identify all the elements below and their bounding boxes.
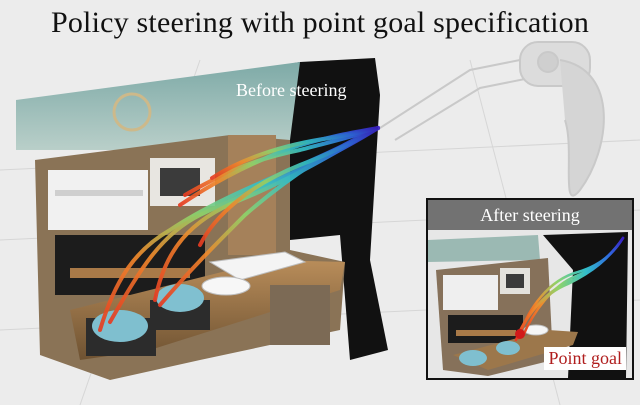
teal-wall (16, 62, 300, 150)
point-goal-marker (515, 329, 525, 339)
cabinet-doors (270, 285, 330, 345)
sink (208, 251, 307, 281)
pot-left (92, 310, 148, 342)
rack (70, 268, 190, 278)
plate (201, 276, 251, 296)
inset-scene (428, 230, 632, 378)
point-goal-label: Point goal (544, 347, 626, 370)
before-steering-label: Before steering (236, 80, 347, 100)
oven-left-shelf (55, 190, 143, 196)
pot-right (156, 284, 204, 312)
robot-arm (379, 41, 605, 197)
after-steering-inset: After steering Point goal (426, 198, 634, 380)
inset-header: After steering (428, 200, 632, 230)
oven-left (48, 170, 148, 230)
page-title: Policy steering with point goal specific… (50, 6, 590, 39)
trajectories-before (98, 126, 380, 332)
wall-clock (112, 92, 152, 132)
